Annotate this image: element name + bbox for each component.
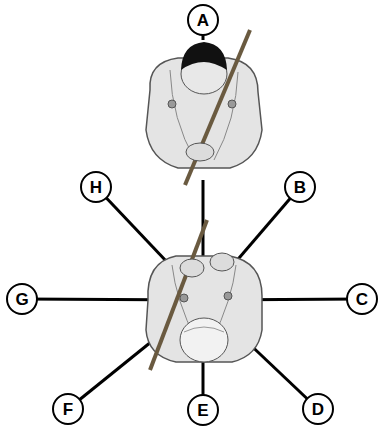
direction-circle: F: [52, 393, 84, 425]
direction-letter: G: [15, 291, 28, 308]
direction-circle: A: [187, 4, 219, 36]
direction-circle: H: [80, 171, 112, 203]
direction-circle: C: [346, 283, 378, 315]
direction-letter: H: [90, 179, 102, 196]
direction-circle: D: [302, 393, 334, 425]
direction-letter: F: [63, 401, 73, 418]
direction-letter: E: [197, 402, 208, 419]
direction-letter: A: [197, 12, 209, 29]
direction-circle: E: [187, 394, 219, 426]
direction-lines: [22, 20, 362, 410]
direction-letter: D: [312, 401, 324, 418]
direction-circle: B: [284, 171, 316, 203]
direction-letter: B: [294, 179, 306, 196]
direction-letter: C: [356, 291, 368, 308]
top-person: [146, 30, 262, 185]
direction-circle: G: [6, 283, 38, 315]
center-person: [146, 220, 262, 370]
